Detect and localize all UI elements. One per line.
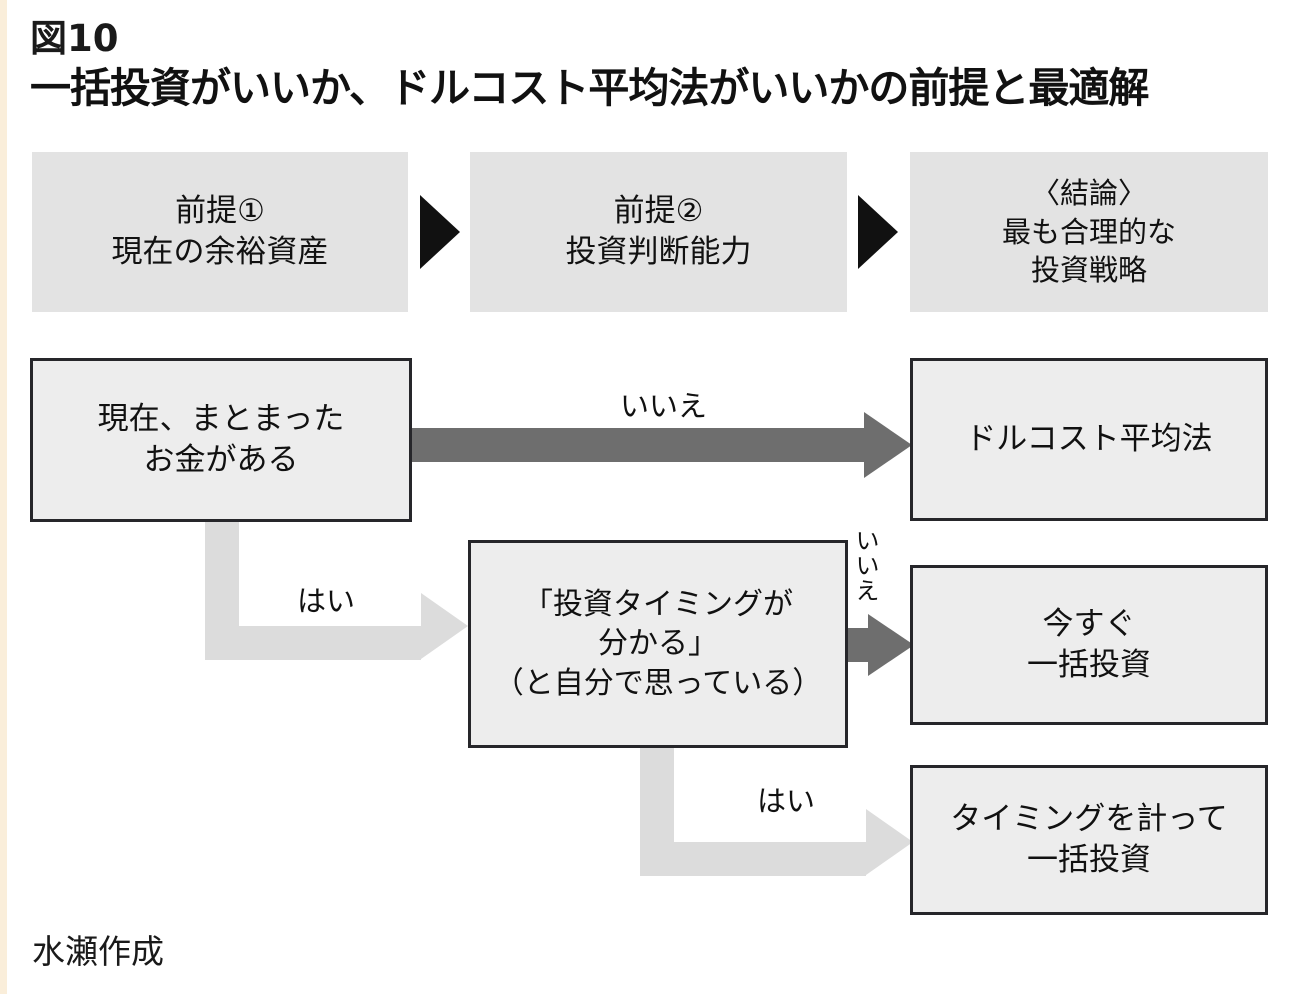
edge-label-yes-1: はい	[297, 584, 356, 618]
result-3-line-1: タイミングを計って	[950, 801, 1228, 838]
elbow-yes-1-horizontal-stem	[205, 626, 421, 660]
decision-box-has-lump-sum: 現在、まとまった お金がある	[30, 358, 412, 522]
result-box-lump-sum-now: 今すぐ 一括投資	[910, 565, 1268, 725]
elbow-yes-2-horizontal-stem	[640, 842, 866, 876]
premise-3-line-1: 〈結論〉	[1030, 176, 1147, 211]
premise-box-2: 前提② 投資判断能力	[470, 152, 847, 312]
result-3-line-2: 一括投資	[1027, 842, 1151, 878]
decision-box-knows-timing: 「投資タイミングが 分かる」 （と自分で思っている）	[468, 540, 848, 748]
block-arrow-no-2	[846, 614, 914, 676]
elbow-yes-1-vertical-stem	[205, 520, 239, 626]
triangle-right-icon-2	[858, 195, 898, 269]
block-arrow-no-1	[412, 412, 912, 478]
triangle-right-icon-1	[420, 195, 460, 269]
figure-title: 一括投資がいいか、ドルコスト平均法がいいかの前提と最適解	[30, 64, 1149, 112]
premise-2-line-1: 前提②	[613, 192, 704, 229]
premise-3-line-3: 投資戦略	[1030, 253, 1147, 288]
edge-label-no-1: いいえ	[620, 389, 708, 423]
elbow-arrow-yes-1	[205, 520, 475, 660]
premise-3-line-2: 最も合理的な	[1001, 214, 1176, 249]
arrow-no-1-shaft	[412, 428, 864, 462]
premise-1-line-2: 現在の余裕資産	[111, 234, 329, 270]
arrow-no-2-arrowhead	[868, 614, 914, 676]
elbow-arrow-yes-2	[640, 745, 920, 876]
edge-label-no-2: いいえ	[851, 528, 879, 603]
premise-1-line-1: 前提①	[175, 192, 265, 229]
figure-number: 図10	[30, 17, 119, 60]
premise-2-line-2: 投資判断能力	[565, 234, 752, 270]
edge-label-yes-2: はい	[757, 784, 816, 818]
result-2-line-2: 一括投資	[1027, 647, 1151, 683]
result-2-line-1: 今すぐ	[1042, 606, 1136, 643]
elbow-yes-2-vertical-stem	[640, 745, 674, 842]
arrow-no-2-shaft	[846, 628, 868, 662]
premise-box-3-conclusion: 〈結論〉 最も合理的な 投資戦略	[910, 152, 1268, 312]
arrow-no-1-arrowhead	[864, 412, 912, 478]
premise-box-1: 前提① 現在の余裕資産	[32, 152, 408, 312]
page-edge-strip	[0, 0, 7, 994]
elbow-yes-1-arrowhead	[421, 593, 468, 659]
decision-2-line-1: 「投資タイミングが	[523, 586, 793, 622]
result-box-dollar-cost-averaging: ドルコスト平均法	[910, 358, 1268, 521]
decision-2-line-3: （と自分で思っている）	[493, 665, 823, 701]
decision-1-line-2: お金がある	[143, 442, 299, 478]
elbow-yes-2-arrowhead	[866, 809, 913, 875]
decision-1-line-1: 現在、まとまった	[97, 401, 345, 438]
result-1-line-1: ドルコスト平均法	[965, 421, 1213, 458]
decision-2-line-2: 分かる」	[598, 626, 718, 662]
source-credit: 水瀬作成	[32, 932, 164, 971]
result-box-timed-lump-sum: タイミングを計って 一括投資	[910, 765, 1268, 915]
